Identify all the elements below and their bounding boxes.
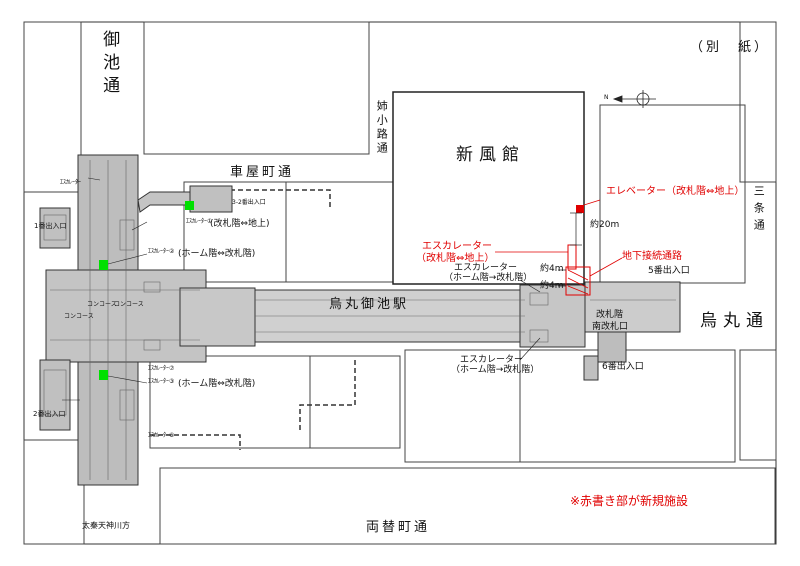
esc-label-8: ｴｽｶﾚｰﾀｰ⑧ bbox=[148, 432, 175, 439]
interior-details bbox=[43, 160, 676, 480]
underground-passage bbox=[565, 266, 591, 296]
street-sanjo: 三条通 bbox=[752, 185, 766, 236]
esc-label-7: ｴｽｶﾚｰﾀｰ⑦ bbox=[148, 365, 175, 372]
leader-lines bbox=[62, 177, 541, 401]
concourse-left-label: コンコース bbox=[87, 301, 117, 308]
station-name: 烏丸御池駅 bbox=[329, 297, 410, 312]
esc-label-3: ｴｽｶﾚｰﾀｰ③ bbox=[148, 378, 175, 385]
esc-label-1: ｴｽｶﾚｰﾀｰ① bbox=[186, 218, 213, 225]
north-arrow bbox=[612, 90, 656, 108]
exit-3-2-label: 3-2番出入口 bbox=[232, 199, 266, 206]
south-gate-label: 南改札口 bbox=[592, 322, 629, 332]
distance-4m-b: 約4m bbox=[540, 281, 564, 291]
street-karasuma: 烏丸通 bbox=[700, 311, 769, 331]
passage-leader bbox=[589, 257, 623, 277]
exit-5-label: 5番出入口 bbox=[648, 266, 690, 276]
distance-4m-a: 約4m bbox=[540, 264, 564, 274]
escalator-b-label-1: エスカレーター bbox=[460, 355, 524, 365]
new-facility-note: ※赤書き部が新規施設 bbox=[570, 494, 689, 508]
new-escalator-label-1: エスカレーター bbox=[422, 241, 492, 252]
concourse-lower-label: コンコース bbox=[64, 313, 94, 320]
street-ryogae: 両替町通 bbox=[366, 520, 431, 535]
label-esc-upper: (改札階⇔地上) bbox=[210, 219, 270, 229]
street-oike: 御池通 bbox=[99, 30, 120, 99]
escalator-a-label-2: （ホーム階→改札階） bbox=[444, 273, 533, 283]
new-elevator-leader bbox=[583, 199, 601, 206]
concourse-right-label: コンコース bbox=[114, 301, 144, 308]
label-esc-platform-lower: (ホーム階⇔改札階) bbox=[178, 379, 256, 389]
new-elevator bbox=[576, 205, 584, 213]
dashed-boundaries bbox=[150, 189, 356, 450]
label-esc-platform-upper: (ホーム階⇔改札階) bbox=[178, 249, 256, 259]
north-label: N bbox=[604, 94, 609, 101]
esc-label-0: ｴｽｶﾚｰﾀｰ bbox=[60, 179, 82, 186]
street-kurumaya: 車屋町通 bbox=[230, 165, 295, 180]
escalator-b-label-2: （ホーム階→改札階） bbox=[451, 365, 540, 375]
distance-20m: 約20m bbox=[590, 220, 620, 230]
building-shinpukan: 新風館 bbox=[456, 145, 525, 165]
street-anekoji: 姉小路通 bbox=[375, 100, 389, 156]
underground-passage-label: 地下接続通路 bbox=[622, 251, 682, 262]
exit-2-label: 2番出入口 bbox=[33, 410, 66, 418]
esc-label-2: ｴｽｶﾚｰﾀｰ② bbox=[148, 248, 175, 255]
new-elevator-label: エレベーター（改札階⇔地上） bbox=[606, 186, 745, 197]
exit-6-label: 6番出入口 bbox=[602, 362, 644, 372]
escalator-a-label-1: エスカレーター bbox=[454, 263, 518, 273]
dimension-markers bbox=[558, 212, 582, 287]
exit-1-label: 1番出入口 bbox=[34, 222, 67, 230]
attachment-note: （別 紙） bbox=[690, 40, 771, 55]
existing-elevators bbox=[99, 201, 194, 380]
gate-floor-label: 改札階 bbox=[596, 310, 624, 320]
new-escalator-label-2: （改札階⇔地上） bbox=[416, 253, 495, 264]
direction-label: 太秦天神川方 bbox=[82, 521, 130, 530]
